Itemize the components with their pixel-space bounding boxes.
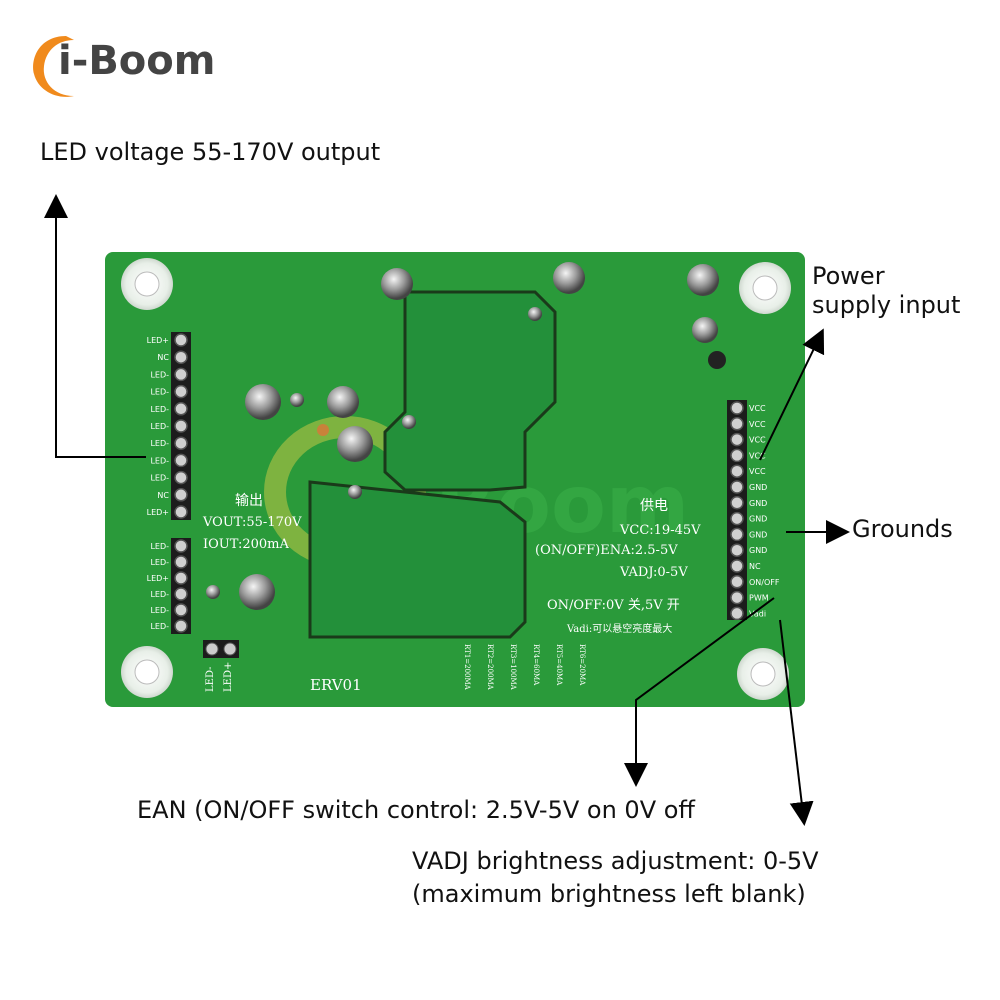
pin-label: LED- — [150, 456, 169, 465]
rt-label: RT1=200MA — [463, 644, 471, 691]
pin-label: ON/OFF — [749, 578, 780, 587]
pin-label: LED- — [150, 590, 169, 599]
header-pin — [730, 559, 744, 573]
logo-swoosh-icon — [33, 36, 74, 97]
header-pin — [174, 470, 188, 485]
header-pin — [174, 571, 188, 585]
header-pin — [174, 603, 188, 617]
power-input-label: Power supply input — [812, 262, 960, 320]
output-title: 输出 — [235, 493, 263, 509]
pin-label: GND — [749, 515, 767, 524]
vadj-label: VADJ brightness adjustment: 0-5V (maximu… — [412, 845, 819, 911]
vcc-label: VCC:19-45V — [619, 523, 701, 538]
rt-label: RT5=40MA — [555, 644, 563, 686]
header-pin — [174, 333, 188, 347]
vadi-note: Vadi:可以悬空亮度最大 — [566, 622, 672, 635]
power-label-line1: Power — [812, 262, 885, 290]
pin-label: LED- — [150, 474, 169, 483]
pin-label: GND — [749, 530, 767, 539]
onoff-label: ON/OFF:0V 关,5V 开 — [547, 598, 680, 613]
pin-label: LED- — [150, 622, 169, 631]
iout-label: IOUT:200mA — [203, 537, 289, 552]
pin-label: LED- — [150, 370, 169, 379]
power-label-line2: supply input — [812, 291, 961, 319]
header-pin — [730, 401, 744, 415]
pin-label: LED+ — [147, 336, 169, 345]
header-pin — [174, 402, 188, 416]
header-pin — [730, 417, 744, 431]
pin-label: VCC — [749, 436, 766, 445]
vout-label: VOUT:55-170V — [202, 515, 302, 530]
pin-label: LED- — [150, 439, 169, 448]
pin-label: PWM — [749, 594, 769, 603]
ena-label: (ON/OFF)ENA:2.5-5V — [535, 543, 678, 558]
header-pin — [174, 419, 188, 433]
mounting-hole — [121, 646, 173, 698]
header-pin — [174, 367, 188, 382]
header-pin — [730, 464, 744, 478]
brand-name: i-Boom — [58, 38, 216, 84]
pin-label: VCC — [749, 467, 766, 476]
header-pin — [730, 496, 744, 510]
header-pin — [174, 488, 188, 502]
bottom-pin-label: LED+ — [223, 662, 234, 692]
model-label: ERV01 — [310, 676, 362, 694]
header-pin — [730, 448, 744, 463]
header-pin — [174, 555, 188, 569]
pin-label: LED- — [150, 422, 169, 431]
header-pin — [174, 384, 188, 399]
header-pin — [174, 436, 188, 450]
pin-label: NC — [749, 562, 761, 571]
bottom-pin-label: LED- — [205, 666, 216, 692]
brand-logo — [30, 30, 230, 102]
pin-label: LED+ — [147, 508, 169, 517]
pin-label: LED- — [150, 388, 169, 397]
mounting-hole — [121, 258, 173, 310]
pin-label: VCC — [749, 404, 766, 413]
header-pin — [730, 480, 744, 494]
header-pin — [730, 511, 744, 526]
pin-label: NC — [157, 353, 169, 362]
pin-label: NC — [157, 491, 169, 500]
vadj-label-line2: (maximum brightness left blank) — [412, 880, 806, 908]
header-pin — [174, 350, 188, 364]
header-pin — [174, 539, 188, 553]
header-pin — [174, 587, 188, 601]
mounting-hole — [737, 648, 789, 700]
header-pin — [730, 575, 744, 589]
rt-label: RT6=20MA — [578, 644, 586, 686]
ean-label: EAN (ON/OFF switch control: 2.5V-5V on 0… — [137, 796, 695, 824]
led-output-label: LED voltage 55-170V output — [40, 138, 381, 166]
header-pin — [174, 453, 188, 468]
pin-label: LED- — [150, 542, 169, 551]
pin-label: LED- — [150, 558, 169, 567]
vadj-label: VADJ:0-5V — [619, 565, 688, 580]
header-pin — [730, 543, 744, 557]
pin-label: LED- — [150, 606, 169, 615]
pin-label: LED- — [150, 405, 169, 414]
header-pin — [730, 606, 744, 621]
pin-label: GND — [749, 499, 767, 508]
header-pin — [174, 505, 188, 519]
mounting-hole — [739, 262, 791, 314]
header-pin — [730, 527, 744, 542]
pin-label: Vadi — [749, 609, 766, 618]
grounds-label: Grounds — [852, 515, 953, 543]
pin-label: VCC — [749, 420, 766, 429]
pin-label: LED+ — [147, 574, 169, 583]
supply-title: 供电 — [640, 498, 668, 514]
pin-label: GND — [749, 546, 767, 555]
pin-label: VCC — [749, 451, 766, 460]
rt-label: RT2=200MA — [486, 644, 494, 691]
rt-label: RT4=60MA — [532, 644, 540, 686]
header-pin — [730, 432, 744, 447]
header-pin — [730, 590, 744, 605]
vadj-label-line1: VADJ brightness adjustment: 0-5V — [412, 847, 819, 875]
pin-label: GND — [749, 483, 767, 492]
header-pin — [174, 619, 188, 633]
rt-label: RT3=100MA — [509, 644, 517, 691]
